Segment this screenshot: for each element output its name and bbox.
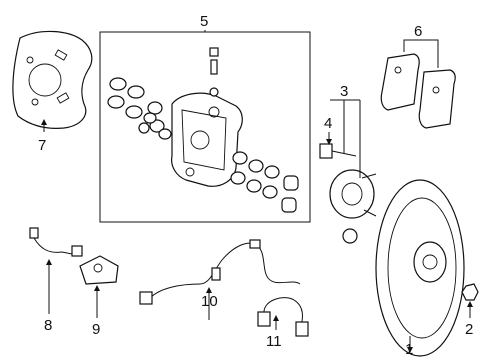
- abs-sensor-harness: [139, 239, 301, 305]
- brake-pads: [380, 39, 456, 129]
- callout-3: 3: [340, 83, 348, 100]
- callout-1: 1: [405, 341, 413, 358]
- callout-5: 5: [200, 13, 208, 30]
- callout-6: 6: [414, 23, 422, 40]
- callout-4: 4: [324, 115, 332, 132]
- brake-rotor: [375, 179, 465, 357]
- hub-bearing: [329, 169, 377, 244]
- dust-shield: [12, 30, 93, 129]
- callout-9: 9: [92, 321, 100, 338]
- callout-2: 2: [465, 321, 473, 338]
- callout-11: 11: [266, 333, 282, 350]
- brake-wear-sensor: [29, 227, 83, 257]
- callout-7: 7: [38, 137, 46, 154]
- sensor-bracket: [79, 255, 119, 285]
- lug-nut: [461, 283, 479, 301]
- brake-caliper: [171, 92, 243, 187]
- wheel-speed-sensor: [257, 297, 309, 337]
- callout-10: 10: [201, 293, 218, 310]
- bleeder-screw: [209, 47, 219, 97]
- piston-seals-right: [230, 151, 299, 213]
- callout-8: 8: [44, 317, 52, 334]
- piston-seals-left: [107, 77, 172, 140]
- hub-bolt: [319, 143, 357, 159]
